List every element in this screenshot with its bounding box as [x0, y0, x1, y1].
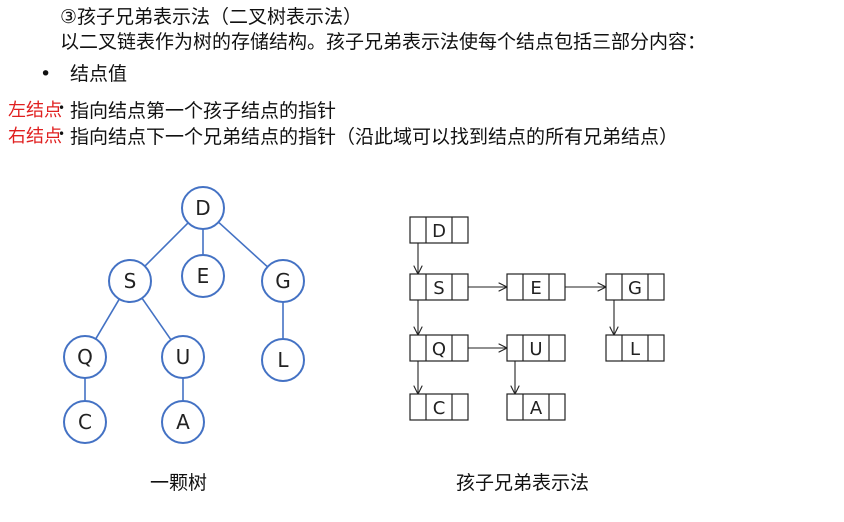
svg-text:A: A	[530, 398, 543, 419]
section-heading: ③孩子兄弟表示法（二叉树表示法）	[60, 6, 363, 28]
bullet-dot-icon: •	[58, 127, 66, 141]
tree-caption: 一颗树	[150, 472, 208, 494]
tree-node-A: A	[161, 400, 205, 444]
tree-node-S: S	[108, 259, 152, 303]
tree-edge-D-G	[217, 221, 269, 268]
child-sibling-arrows	[418, 230, 614, 393]
left-node-label: 左结点	[8, 100, 62, 121]
tree-edge-S-U	[141, 297, 172, 341]
right-node-description: 指向结点下一个兄弟结点的指针（沿此域可以找到结点的所有兄弟结点）	[70, 126, 679, 148]
svg-text:U: U	[529, 339, 542, 360]
tree-node-E: E	[181, 254, 225, 298]
svg-text:S: S	[433, 278, 444, 299]
bullet-node-value: • 结点值	[40, 59, 127, 86]
svg-text:D: D	[432, 221, 446, 242]
tree-node-C: C	[63, 400, 107, 444]
svg-text:Q: Q	[77, 345, 93, 369]
child-sibling-caption: 孩子兄弟表示法	[456, 472, 590, 494]
tree-node-U: U	[161, 335, 205, 379]
tree-edge-D-S	[144, 222, 189, 267]
bullet-dot-icon: •	[40, 63, 52, 85]
svg-text:S: S	[124, 269, 137, 293]
svg-text:E: E	[530, 278, 541, 299]
tree-edges	[84, 221, 284, 401]
svg-text:C: C	[78, 410, 92, 434]
svg-text:U: U	[176, 345, 191, 369]
svg-text:L: L	[630, 339, 640, 360]
svg-text:E: E	[197, 264, 210, 288]
tree-node-L: L	[261, 338, 305, 382]
cs-box-Q: Q	[409, 334, 469, 362]
svg-text:G: G	[628, 278, 642, 299]
cs-box-A: A	[506, 393, 566, 421]
right-node-label: 右结点	[8, 126, 62, 147]
bullet-dot-icon: •	[58, 101, 66, 115]
left-node-description: 指向结点第一个孩子结点的指针	[70, 100, 337, 122]
cs-box-U: U	[506, 334, 566, 362]
cs-box-E: E	[506, 273, 566, 301]
tree-node-Q: Q	[63, 335, 107, 379]
child-sibling-boxes: D S E G Q U L C A	[409, 216, 665, 421]
svg-text:L: L	[277, 348, 289, 372]
cs-box-L: L	[605, 334, 665, 362]
cs-box-G: G	[605, 273, 665, 301]
svg-text:C: C	[433, 398, 446, 419]
svg-text:D: D	[195, 196, 210, 220]
tree-edge-S-Q	[95, 298, 120, 340]
svg-text:G: G	[275, 269, 291, 293]
tree-nodes: D S E G Q U L C A	[63, 186, 305, 444]
cs-box-S: S	[409, 273, 469, 301]
tree-node-G: G	[261, 259, 305, 303]
cs-box-C: C	[409, 393, 469, 421]
bullet-node-value-text: 结点值	[70, 63, 128, 85]
svg-text:Q: Q	[432, 339, 446, 360]
intro-text: 以二叉链表作为树的存储结构。孩子兄弟表示法使每个结点包括三部分内容：	[60, 31, 707, 53]
svg-text:A: A	[176, 410, 190, 434]
tree-node-D: D	[181, 186, 225, 230]
cs-box-D: D	[409, 216, 469, 244]
